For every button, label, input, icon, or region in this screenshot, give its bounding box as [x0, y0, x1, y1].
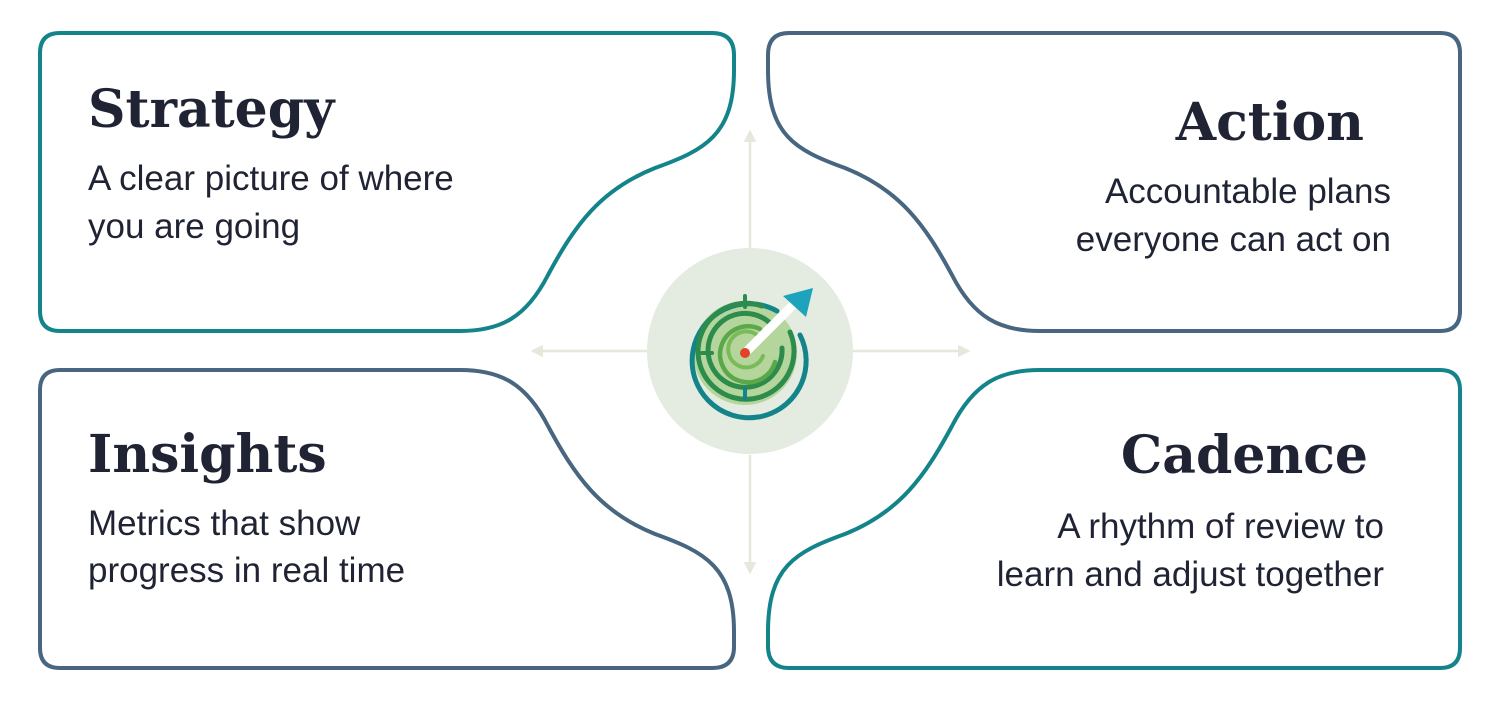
cadence-title: Cadence: [1121, 425, 1368, 486]
cadence-desc-line2: learn and adjust together: [997, 555, 1385, 594]
strategy-desc-line1: A clear picture of where: [88, 159, 454, 198]
action-desc-line2: everyone can act on: [1076, 220, 1391, 259]
strategy-title: Strategy: [88, 79, 336, 140]
cadence-desc-line1: A rhythm of review to: [1057, 507, 1384, 546]
insights-panel-outline: [38, 368, 736, 670]
cadence-panel-outline: [766, 368, 1462, 670]
maze-rings: [689, 294, 809, 421]
pointer-arrow-head: [783, 288, 813, 317]
pointer-arrow-shaft: [743, 298, 800, 355]
quadrant-insights: Insights Metrics that show progress in r…: [38, 368, 736, 670]
action-panel-outline: [766, 31, 1462, 333]
maze-target-icon: [647, 248, 853, 454]
action-desc-line1: Accountable plans: [1105, 172, 1391, 211]
action-title: Action: [1175, 92, 1364, 153]
strategy-panel-outline: [38, 31, 736, 333]
insights-desc-line1: Metrics that show: [88, 504, 361, 543]
strategy-desc-line2: you are going: [88, 207, 300, 246]
insights-desc-line2: progress in real time: [88, 551, 405, 590]
quadrant-cadence: Cadence A rhythm of review to learn and …: [766, 368, 1462, 670]
target-center-dot: [740, 348, 750, 358]
insights-title: Insights: [88, 424, 327, 485]
quadrant-action: Action Accountable plans everyone can ac…: [766, 31, 1462, 333]
quadrant-strategy: Strategy A clear picture of where you ar…: [38, 31, 736, 333]
axis-arrows: [530, 129, 971, 575]
